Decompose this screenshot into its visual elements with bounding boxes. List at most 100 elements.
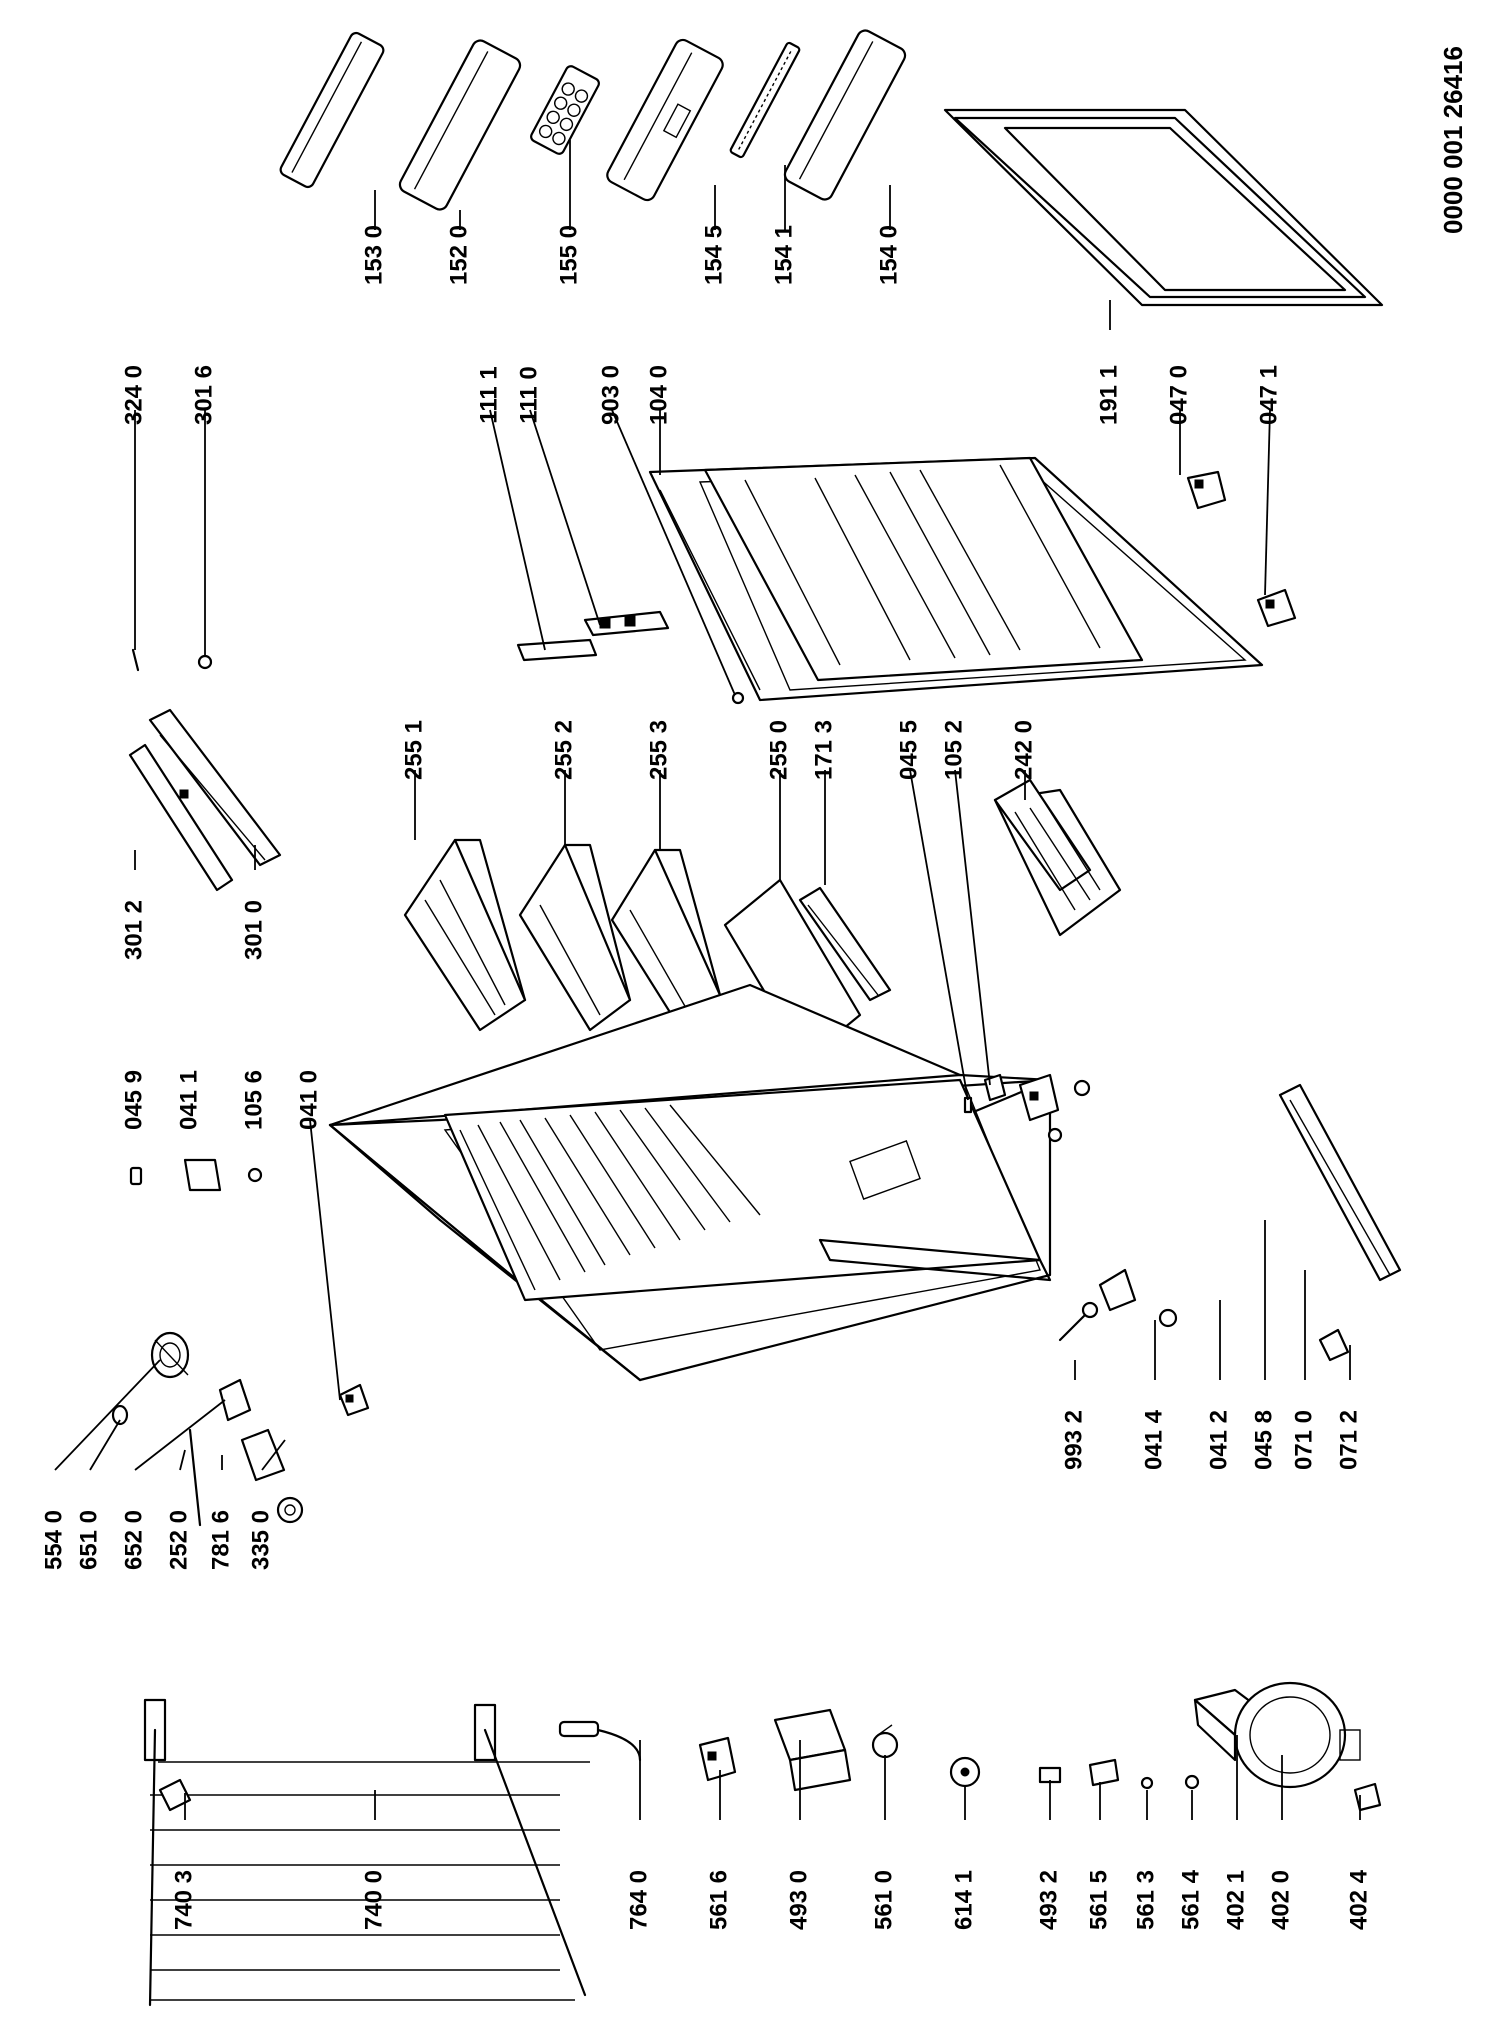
leader-line [954,769,991,1086]
leader-line [909,769,969,1101]
part-number-label: 781 6 [207,1510,234,1570]
clip-561-5 [1088,1758,1120,1787]
condenser-bracket-740-3 [158,1778,192,1812]
part-number-label: 561 0 [870,1870,897,1930]
part-number-label: 493 0 [785,1870,812,1930]
screw-561-4 [1184,1774,1200,1790]
rack-bar-154-1 [729,41,801,159]
part-number-label: 154 5 [700,225,727,285]
door-gasket-191 [943,108,1384,307]
part-number-label: 561 4 [1177,1869,1204,1930]
part-number-label: 071 2 [1335,1410,1362,1470]
leader-line [179,1449,186,1471]
part-number-label: 104 0 [645,365,672,425]
part-number-label: 171 3 [810,720,837,780]
part-number-label: 242 0 [1010,720,1037,780]
leader-line [134,1399,226,1471]
egg-tray-155 [530,65,600,155]
shelf-255-2 [518,843,632,1032]
part-number-label: 561 5 [1085,1870,1112,1930]
cabinet-body [328,983,1052,1382]
door-104 [648,456,1264,702]
document-code: 0000 001 26416 [1438,46,1468,234]
part-number-label: 111 0 [515,366,542,423]
part-number-label: 255 2 [550,720,577,780]
part-number-label: 041 1 [175,1070,202,1130]
thermostat-group [111,1331,304,1527]
shelf-255-1 [403,838,527,1032]
part-number-label: 071 0 [1290,1410,1317,1470]
compressor-402-0 [1233,1681,1361,1789]
leader-line [1264,409,1271,596]
overload-614-1 [949,1756,981,1788]
part-number-label: 153 0 [360,225,387,285]
part-number-label: 561 6 [705,1870,732,1930]
part-number-label: 111 1 [475,366,502,423]
part-number-label: 335 0 [247,1510,274,1570]
control-panel-301 [128,708,282,892]
part-number-label: 903 0 [597,365,624,425]
part-number-label: 554 0 [40,1510,67,1570]
grommet-402-4 [1353,1782,1382,1812]
part-number-label: 651 0 [75,1510,102,1570]
lamp-324 [131,648,140,672]
hinge-041-0 [338,1383,370,1417]
screw-561-3 [1140,1776,1154,1790]
cover-493-0 [773,1708,852,1792]
part-number-label: 045 5 [895,720,922,780]
part-number-label: 740 3 [170,1870,197,1930]
part-number-label: 105 6 [240,1070,267,1130]
part-number-label: 041 0 [295,1070,322,1130]
shelf-255-3 [610,848,722,1027]
door-rack-153 [279,31,385,189]
part-number-label: 993 2 [1060,1410,1087,1470]
relay-561-6 [698,1736,737,1782]
part-number-label: 402 4 [1345,1869,1372,1930]
leader-line [489,409,546,651]
part-number-label: 561 3 [1132,1870,1159,1930]
part-number-label: 154 0 [875,225,902,285]
leader-line [309,1119,341,1401]
leader-lines [54,140,1361,1820]
part-number-label: 045 9 [120,1070,147,1130]
part-number-label: 047 0 [1165,365,1192,425]
screw-903 [731,691,745,705]
hinge-047-1 [1256,588,1297,628]
part-number-label: 255 3 [645,720,672,780]
door-racks [279,29,907,211]
part-number-label: 402 0 [1267,1870,1294,1930]
part-number-label: 252 0 [165,1510,192,1570]
part-number-label: 047 1 [1255,365,1282,425]
clip-493-2 [1038,1766,1062,1784]
leader-line [611,409,736,696]
small-parts-045-9-041-1-105-6 [129,1158,263,1192]
part-number-label: 155 0 [555,225,582,285]
door-rack-152 [398,39,522,211]
part-number-label: 301 2 [120,900,147,960]
crisper-242 [993,778,1122,937]
part-number-label: 652 0 [120,1510,147,1570]
part-number-label: 041 4 [1140,1409,1167,1470]
part-number-label: 324 0 [120,365,147,425]
part-number-label: 301 6 [190,365,217,425]
lamp-holder-301-6 [197,654,213,670]
part-number-label: 301 0 [240,900,267,960]
leader-line [54,1359,161,1471]
door-rack-154-0 [783,29,907,201]
drier-764 [558,1720,642,1762]
leader-line [89,1419,121,1471]
strip-171-3 [798,886,892,1002]
part-number-label: 045 8 [1250,1410,1277,1470]
door-hinge-parts-111 [516,610,670,662]
part-number-label: 764 0 [625,1870,652,1930]
part-number-label: 041 2 [1205,1410,1232,1470]
toe-grille-071 [1278,1083,1402,1362]
part-number-label: 614 1 [950,1870,977,1930]
part-number-label: 191 1 [1095,365,1122,425]
starter-561-0 [871,1724,899,1759]
part-number-label: 154 1 [770,225,797,285]
leader-line [261,1439,286,1471]
part-number-label: 740 0 [360,1870,387,1930]
